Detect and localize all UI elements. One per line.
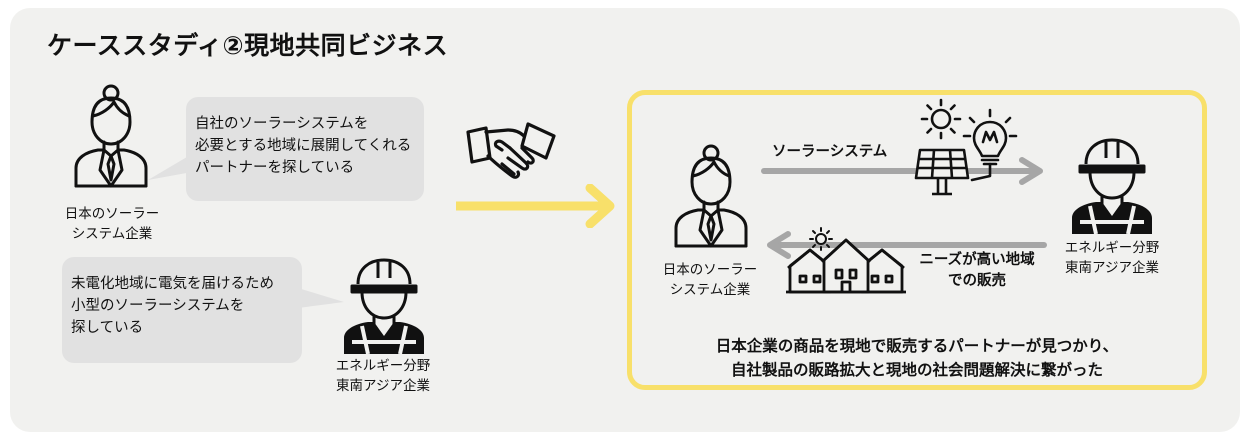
- handshake-icon: [466, 122, 556, 179]
- speech-bubble-sea: 未電化地域に電気を届けるため 小型のソーラーシステムを 探している: [62, 257, 302, 363]
- businesswoman-icon: [74, 84, 148, 188]
- solar-system-label: ソーラーシステム: [772, 144, 888, 160]
- sea-company-label: エネルギー分野 東南アジア企業: [335, 358, 431, 394]
- sun-icon: [920, 98, 962, 140]
- japan-company-label: 日本のソーラー システム企業: [64, 206, 160, 242]
- sea-company-label-result: エネルギー分野 東南アジア企業: [1064, 240, 1160, 276]
- businesswoman-icon: [674, 144, 748, 248]
- japan-company-label-result: 日本のソーラー システム企業: [662, 262, 758, 298]
- page-title: ケーススタディ②現地共同ビジネス: [47, 31, 449, 60]
- lightbulb-icon: [962, 108, 1018, 182]
- worker-helmet-icon: [344, 258, 424, 355]
- market-label: ニーズが高い地域 での販売: [919, 252, 1035, 289]
- solar-panel-icon: [914, 148, 970, 196]
- worker-helmet-icon: [1072, 138, 1152, 235]
- bubble-tail: [148, 154, 192, 180]
- market-flow-arrow: [767, 231, 1047, 259]
- flow-arrow: [456, 184, 615, 228]
- houses-icon: [786, 238, 906, 294]
- speech-bubble-japan: 自社のソーラーシステムを 必要とする地域に展開してくれる パートナーを探している: [186, 97, 424, 201]
- bubble-tail: [298, 288, 344, 308]
- result-summary: 日本企業の商品を現地で販売するパートナーが見つかり、 自社製品の販路拡大と現地の…: [715, 337, 1119, 379]
- sun-icon: [809, 227, 833, 251]
